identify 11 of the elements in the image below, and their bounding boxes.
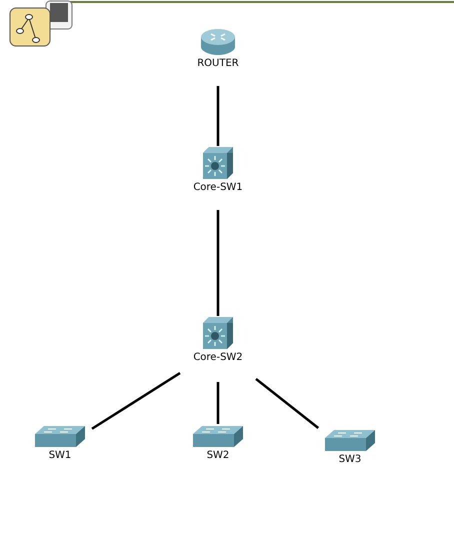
- device-label: Core-SW2: [193, 352, 243, 363]
- device-label: Core-SW1: [193, 182, 243, 193]
- network-link: [216, 382, 220, 424]
- device-label: SW3: [338, 454, 362, 465]
- network-link: [216, 86, 220, 146]
- network-link: [216, 210, 220, 316]
- network-link: [255, 378, 320, 429]
- device-label: SW1: [48, 450, 72, 461]
- network-link: [91, 372, 181, 430]
- device-label: SW2: [206, 450, 230, 461]
- device-label: ROUTER: [197, 58, 239, 69]
